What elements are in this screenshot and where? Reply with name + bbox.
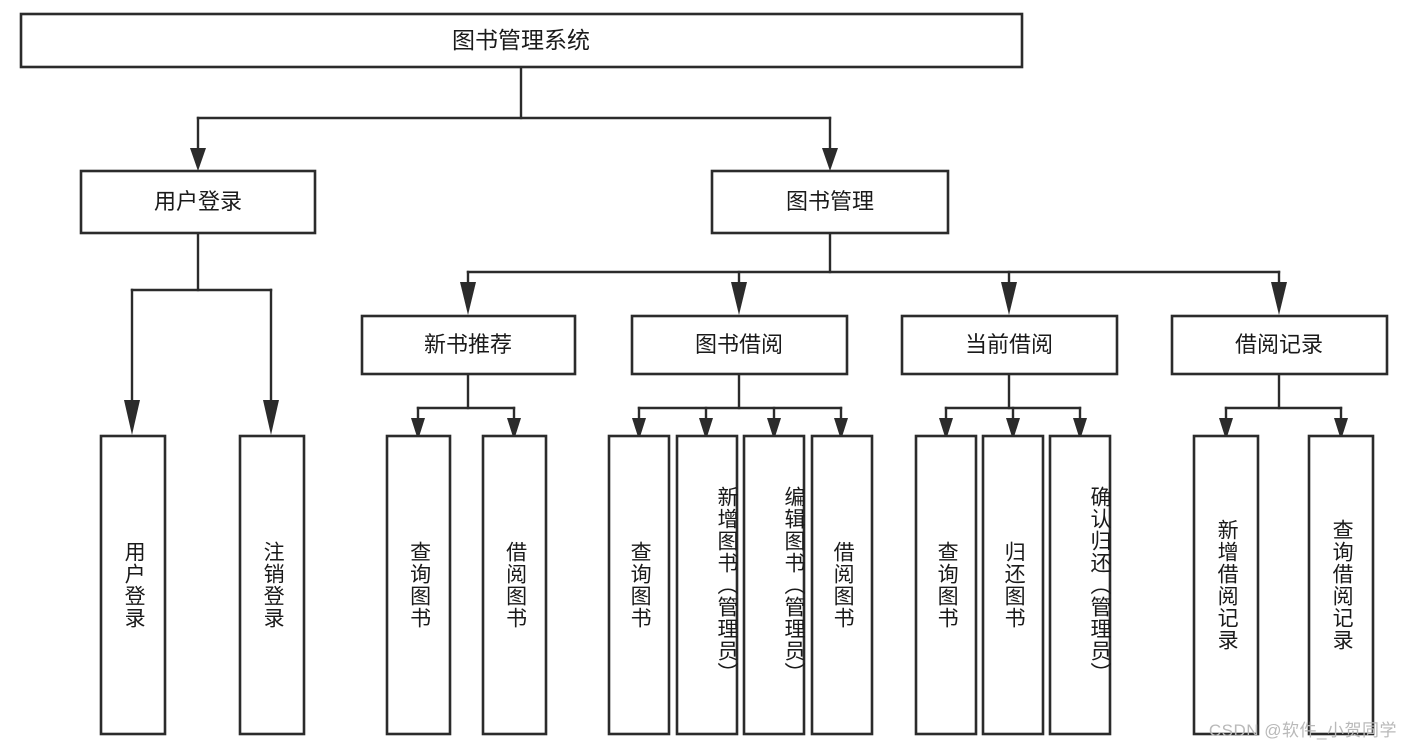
node-book-manage-box[interactable]: [710, 169, 950, 235]
arrow-icon-borrow-record: [1271, 282, 1287, 315]
node-root-label: 图书管理系统: [452, 27, 590, 53]
arrow-icon-user-login: [190, 148, 206, 171]
leaf-boxes-group: [99, 434, 1375, 736]
watermark-text: CSDN @软件_小贺同学: [1208, 721, 1397, 740]
arrow-icon-confirm-return: [1073, 418, 1087, 440]
node-leaf-query-book-2-box[interactable]: [607, 434, 671, 736]
node-leaf-add-record-box[interactable]: [1192, 434, 1260, 736]
node-user-login-label: 用户登录: [154, 189, 242, 214]
node-user-login[interactable]: 用户登录: [79, 169, 317, 235]
node-user-login-box[interactable]: [79, 169, 317, 235]
arrow-icon-leaf-logout: [263, 400, 279, 435]
node-leaf-add-book-box[interactable]: [675, 434, 739, 736]
node-borrow-record[interactable]: 借阅记录: [1170, 314, 1389, 376]
node-book-borrow[interactable]: 图书借阅: [630, 314, 849, 376]
arrow-icon-add-record: [1219, 418, 1233, 440]
node-leaf-query-book-1-box[interactable]: [385, 434, 452, 736]
node-current-borrow[interactable]: 当前借阅: [900, 314, 1119, 376]
node-leaf-borrow-book-2-box[interactable]: [810, 434, 874, 736]
node-borrow-record-label: 借阅记录: [1235, 332, 1323, 357]
arrow-icon-return-book: [1006, 418, 1020, 440]
node-current-borrow-box[interactable]: [900, 314, 1119, 376]
node-leaf-query-book-3-box[interactable]: [914, 434, 978, 736]
node-root-box[interactable]: [19, 12, 1024, 69]
node-book-manage[interactable]: 图书管理: [710, 169, 950, 235]
arrowhead-group: [124, 148, 1348, 440]
node-leaf-user-login-box[interactable]: [99, 434, 167, 736]
node-leaf-edit-book-box[interactable]: [742, 434, 806, 736]
arrow-icon-query-record: [1334, 418, 1348, 440]
arrow-icon-query-book-3: [939, 418, 953, 440]
node-new-book-rec-label: 新书推荐: [424, 332, 512, 357]
node-root[interactable]: 图书管理系统: [19, 12, 1024, 69]
arrow-icon-query-book-1: [411, 418, 425, 440]
node-leaf-return-book-box[interactable]: [981, 434, 1045, 736]
arrow-icon-add-book: [699, 418, 713, 440]
node-borrow-record-box[interactable]: [1170, 314, 1389, 376]
arrow-icon-new-book-rec: [460, 282, 476, 315]
node-book-borrow-box[interactable]: [630, 314, 849, 376]
arrow-icon-book-manage: [822, 148, 838, 171]
arrow-icon-book-borrow: [731, 282, 747, 315]
arrow-icon-current-borrow: [1001, 282, 1017, 315]
node-new-book-rec-box[interactable]: [360, 314, 577, 376]
node-current-borrow-label: 当前借阅: [965, 332, 1053, 357]
arrow-icon-query-book-2: [632, 418, 646, 440]
node-leaf-query-record-box[interactable]: [1307, 434, 1375, 736]
node-leaf-confirm-return-box[interactable]: [1048, 434, 1112, 736]
node-book-borrow-label: 图书借阅: [695, 332, 783, 357]
node-new-book-rec[interactable]: 新书推荐: [360, 314, 577, 376]
node-book-manage-label: 图书管理: [786, 189, 874, 214]
node-leaf-logout-box[interactable]: [238, 434, 306, 736]
arrow-icon-borrow-book-2: [834, 418, 848, 440]
node-leaf-borrow-book-1-box[interactable]: [481, 434, 548, 736]
arrow-icon-edit-book: [767, 418, 781, 440]
arrow-icon-leaf-user-login: [124, 400, 140, 435]
arrow-icon-borrow-book-1: [507, 418, 521, 440]
